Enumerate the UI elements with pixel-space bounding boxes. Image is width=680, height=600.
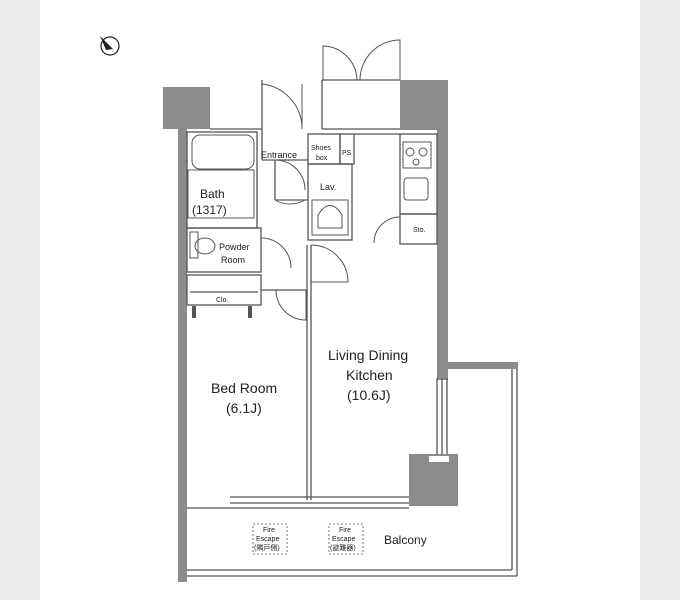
ldk-label-2: Kitchen (346, 367, 393, 383)
fire-escape-2-label-1: Fire (339, 527, 351, 534)
right-margin (640, 0, 680, 600)
stove-icon (402, 141, 432, 169)
bath-label-1: Bath (200, 187, 225, 201)
shoes-box-label-2: box (316, 155, 328, 162)
fire-escape-1-label-1: Fire (263, 527, 275, 534)
structural-columns (163, 80, 458, 582)
ps-label: PS (342, 150, 352, 157)
lav-label: Lav. (320, 182, 336, 192)
powder-label-2: Room (221, 255, 245, 265)
storage-label: Sto. (413, 227, 426, 234)
sink-icon (403, 177, 429, 201)
shoes-box-label-1: Shoes (311, 145, 331, 152)
bath-label-2: (1317) (192, 203, 227, 217)
washbasin-icon (311, 199, 349, 236)
floorplan-canvas (40, 0, 640, 600)
fire-escape-1-label-2: Escape (256, 536, 279, 543)
door-swings (260, 39, 401, 321)
fire-escape-2-label-3: (避難器) (330, 543, 356, 552)
entrance-label: Entrance (261, 150, 297, 160)
toilet-icon (189, 231, 216, 259)
fire-escape-2-label-2: Escape (332, 536, 355, 543)
fire-escape-hatches (252, 523, 364, 555)
walls (186, 79, 518, 577)
compass-icon (100, 36, 120, 56)
ldk-label-1: Living Dining (328, 347, 408, 363)
ldk-label-3: (10.6J) (347, 387, 391, 403)
closet-label: Clo. (216, 297, 229, 304)
fire-escape-1-label-3: (隣戸側) (254, 543, 280, 552)
powder-label-1: Powder (219, 242, 250, 252)
left-margin (0, 0, 40, 600)
bedroom-label-1: Bed Room (211, 380, 277, 396)
bedroom-label-2: (6.1J) (226, 400, 262, 416)
bathtub-icon (187, 134, 255, 219)
closet-hangers-icon (192, 306, 252, 318)
balcony-label: Balcony (384, 533, 427, 547)
